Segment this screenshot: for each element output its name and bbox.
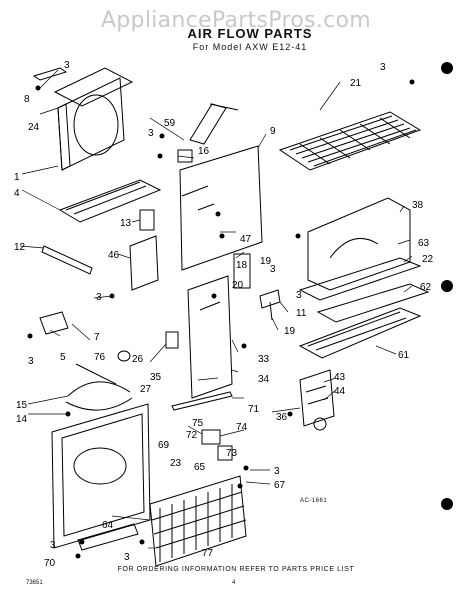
callout-7: 7 [94,332,100,343]
watermark: AppliancePartsPros.com [100,8,372,33]
part-top-bar [32,67,68,81]
callout-23: 23 [170,458,182,469]
part-wire-harness [65,381,133,411]
callout-47: 47 [240,234,252,245]
callout-3: 3 [270,264,276,275]
callout-18: 18 [236,260,248,271]
callout-1: 1 [14,172,20,183]
callout-3: 3 [64,60,70,71]
part-coil-assembly [149,475,247,567]
part-plate-13 [139,209,155,231]
callout-61: 61 [398,350,410,361]
callout-34: 34 [258,374,270,385]
diagram-title: AIR FLOW PARTS [187,26,313,41]
callout-43: 43 [334,372,346,383]
part-filter-grille [278,111,422,171]
binder-hole-middle [441,280,453,292]
callout-35: 35 [150,372,162,383]
callout-38: 38 [412,200,424,211]
part-bracket-7 [39,311,69,335]
callout-33: 33 [258,354,270,365]
callout-27: 27 [140,384,152,395]
callout-3: 3 [50,540,56,551]
callout-4: 4 [14,188,20,199]
binder-hole-top [441,62,453,74]
callout-44: 44 [334,386,346,397]
callout-59: 59 [164,118,176,129]
callout-62: 62 [420,282,432,293]
callout-8: 8 [24,94,30,105]
callout-3: 3 [124,552,130,563]
callout-76: 76 [94,352,106,363]
callout-65: 65 [194,462,206,473]
callout-69: 69 [158,440,170,451]
part-bracket-rod [189,103,227,145]
callout-11: 11 [296,308,307,319]
callout-15: 15 [16,400,28,411]
callout-3: 3 [380,62,386,73]
part-fan-shroud [57,77,125,171]
callout-77: 77 [202,548,214,559]
callout-3: 3 [296,290,302,301]
callout-46: 46 [108,250,120,261]
part-pan-62 [316,283,430,323]
callout-20: 20 [232,280,244,291]
callout-3: 3 [148,128,154,139]
part-plate-46 [129,235,159,291]
ordering-note: FOR ORDERING INFORMATION REFER TO PARTS … [117,566,355,573]
part-bottom-strip [77,523,139,551]
part-rail [171,391,233,411]
callout-3: 3 [274,466,280,477]
callout-19: 19 [284,326,296,337]
part-switch-block [201,429,221,445]
callout-67: 67 [274,480,286,491]
part-pan-22 [298,257,422,301]
part-motor [233,253,251,289]
part-tube [41,245,93,275]
part-control-box [187,275,233,399]
callout-24: 24 [28,122,40,133]
callout-16: 16 [198,146,210,157]
callout-3: 3 [96,292,102,303]
part-fan-scroll [307,197,411,291]
page-number: 4 [232,580,236,586]
callout-12: 12 [14,242,26,253]
part-base-pan [58,179,162,223]
callout-13: 13 [120,218,132,229]
callout-19: 19 [260,256,272,267]
drawing-id: AC-1661 [300,498,328,504]
binder-hole-bottom [441,498,453,510]
callout-74: 74 [236,422,248,433]
part-divider-panel [179,145,263,271]
callout-63: 63 [418,238,430,249]
callout-73: 73 [226,448,238,459]
callout-3: 3 [28,356,34,367]
callout-22: 22 [422,254,434,265]
callout-26: 26 [132,354,144,365]
callout-71: 71 [248,404,260,415]
callout-5: 5 [60,352,66,363]
callout-14: 14 [16,414,28,425]
callout-72: 72 [186,430,198,441]
part-control-panel [299,369,335,427]
part-top-cover [53,67,134,107]
callout-36: 36 [276,412,288,423]
callout-75: 75 [192,418,204,429]
part-pan-61 [298,307,422,359]
callout-9: 9 [270,126,276,137]
callout-70: 70 [44,558,56,569]
reference-code: 73651 [26,580,43,586]
callout-21: 21 [350,78,362,89]
diagram-subtitle: For Model AXW E12-41 [192,42,308,52]
callout-64: 64 [102,520,114,531]
